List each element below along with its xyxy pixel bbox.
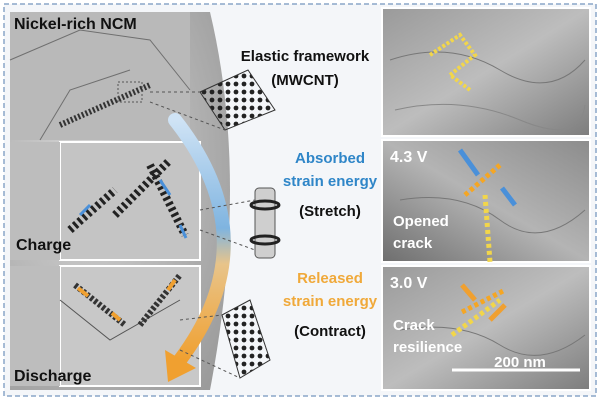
framework-sublabel: (MWCNT) <box>271 72 338 89</box>
mwcnt-strand <box>112 157 173 218</box>
stretch-arrow <box>158 179 172 196</box>
contracted-mesh-icon <box>179 299 271 379</box>
stretch-label: (Stretch) <box>299 203 361 220</box>
crack-line <box>463 163 502 197</box>
released-sublabel: strain energy <box>283 293 378 310</box>
mwcnt-strand <box>146 163 189 237</box>
sem-image-framework <box>381 7 591 137</box>
contract-arrow <box>76 286 90 298</box>
contract-label: (Contract) <box>294 323 366 340</box>
particle-panel-discharge: Discharge <box>10 265 201 387</box>
framework-label: Elastic framework <box>241 48 370 65</box>
released-label: Released <box>297 270 363 287</box>
resilience-sublabel: resilience <box>393 339 462 356</box>
particle-panel-charge: Charge <box>10 141 201 261</box>
absorbed-sublabel: strain energy <box>283 173 378 190</box>
mwcnt-strand <box>67 187 118 233</box>
open-arrow <box>457 148 481 177</box>
discharge-label: Discharge <box>14 368 91 385</box>
crack-line <box>450 297 502 338</box>
mwcnt-framework-icon <box>149 69 276 131</box>
open-arrow <box>500 186 517 207</box>
resilience-arrow <box>488 303 507 322</box>
figure-title: Nickel-rich NCM <box>14 16 137 33</box>
stretched-tube-icon <box>199 187 281 259</box>
zoom-box <box>117 81 143 103</box>
crack-line <box>460 287 507 315</box>
contract-arrow <box>166 278 177 292</box>
resilience-label: Crack <box>393 317 435 334</box>
charge-discharge-arc <box>168 113 231 367</box>
arc-arrowhead <box>165 350 196 382</box>
mwcnt-strand <box>137 273 183 327</box>
sem-image-discharged: 3.0 V Crack resilience 200 nm <box>381 265 591 391</box>
voltage-high: 4.3 V <box>390 149 428 166</box>
resilience-arrow <box>460 283 477 302</box>
absorbed-label: Absorbed <box>295 150 365 167</box>
charge-label: Charge <box>16 237 71 254</box>
opened-crack-sublabel: crack <box>393 235 433 252</box>
voltage-low: 3.0 V <box>390 275 428 292</box>
particle-panel-top <box>9 12 191 141</box>
stretch-arrow <box>78 203 92 217</box>
contract-arrow <box>110 311 122 322</box>
stretch-arrow <box>178 224 188 239</box>
scale-bar-label: 200 nm <box>494 354 546 371</box>
mwcnt-highlight <box>428 32 478 92</box>
mwcnt-strand <box>58 82 152 128</box>
opened-crack-label: Opened <box>393 213 449 230</box>
sem-image-charged: 4.3 V Opened crack <box>381 139 591 263</box>
